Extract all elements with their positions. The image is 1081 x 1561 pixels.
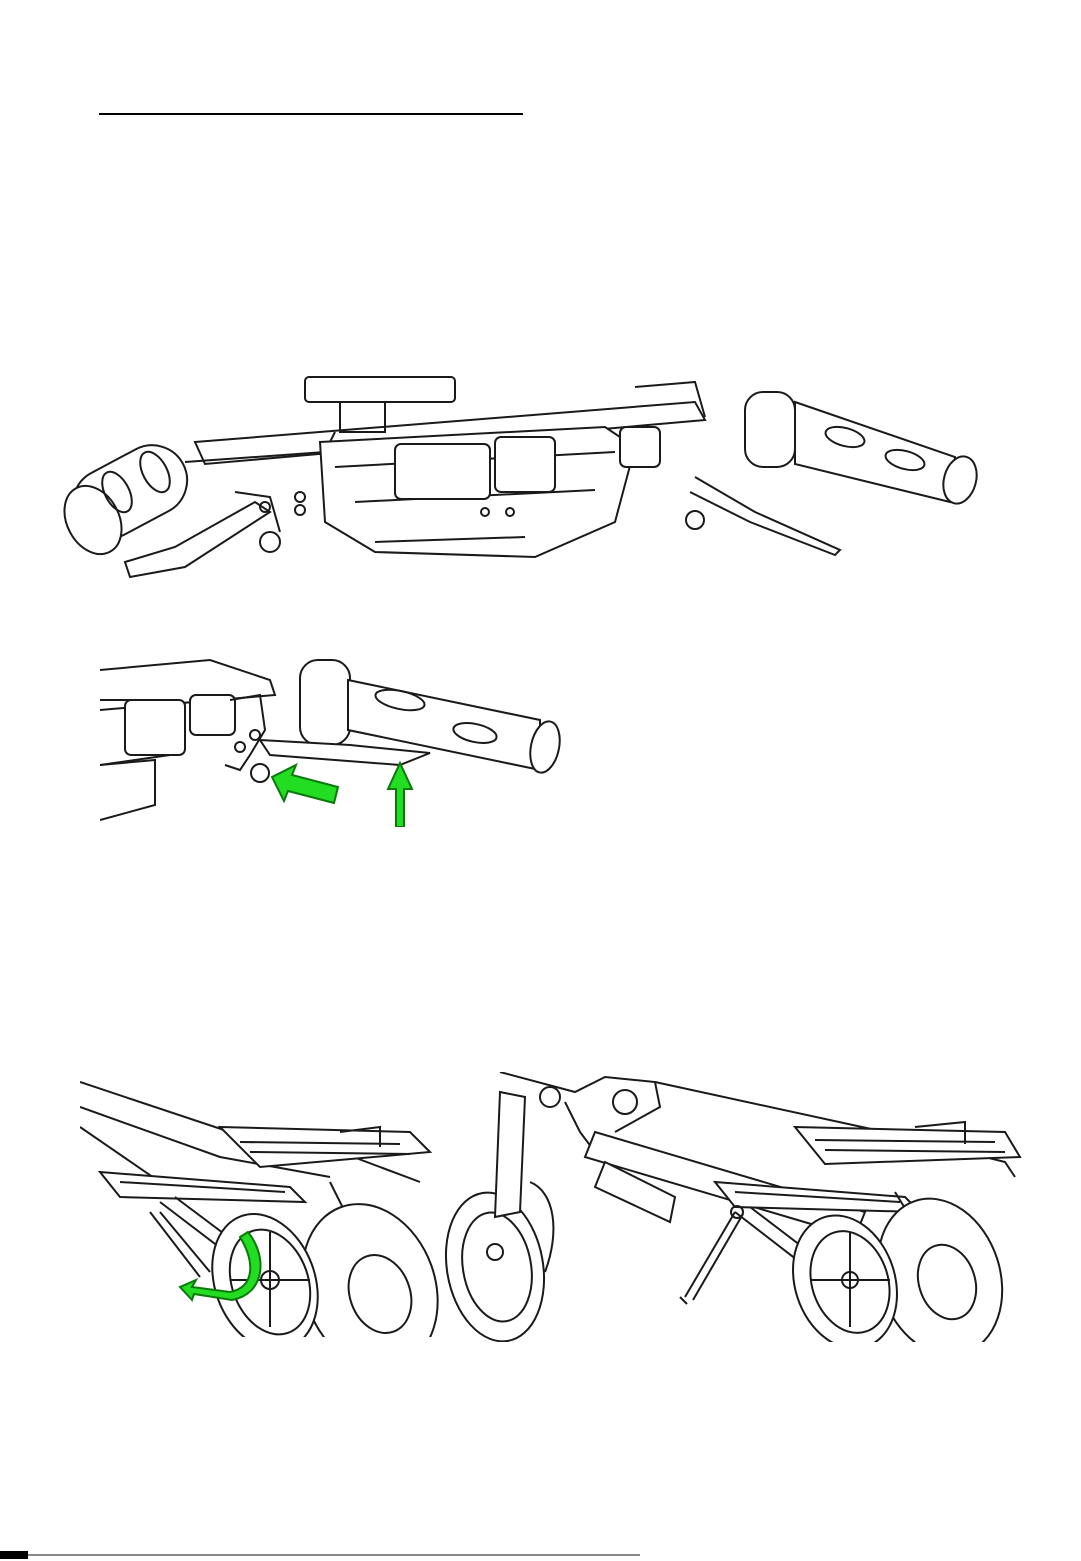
scooter-rear-wheel-line-drawing-icon: [80, 1072, 440, 1337]
handlebar-illustration: [55, 372, 985, 602]
stand-fold-illustration: [80, 1072, 440, 1337]
lever-detail-illustration: [100, 655, 570, 827]
brake-lever-line-drawing-icon: [100, 655, 570, 827]
scooter-kickstand-line-drawing-icon: [445, 1072, 1025, 1342]
heading-underline: [99, 113, 523, 115]
footer-scan-artifact: [0, 1551, 1081, 1561]
handlebar-line-drawing-icon: [55, 372, 985, 602]
stand-deployed-illustration: [445, 1072, 1025, 1342]
